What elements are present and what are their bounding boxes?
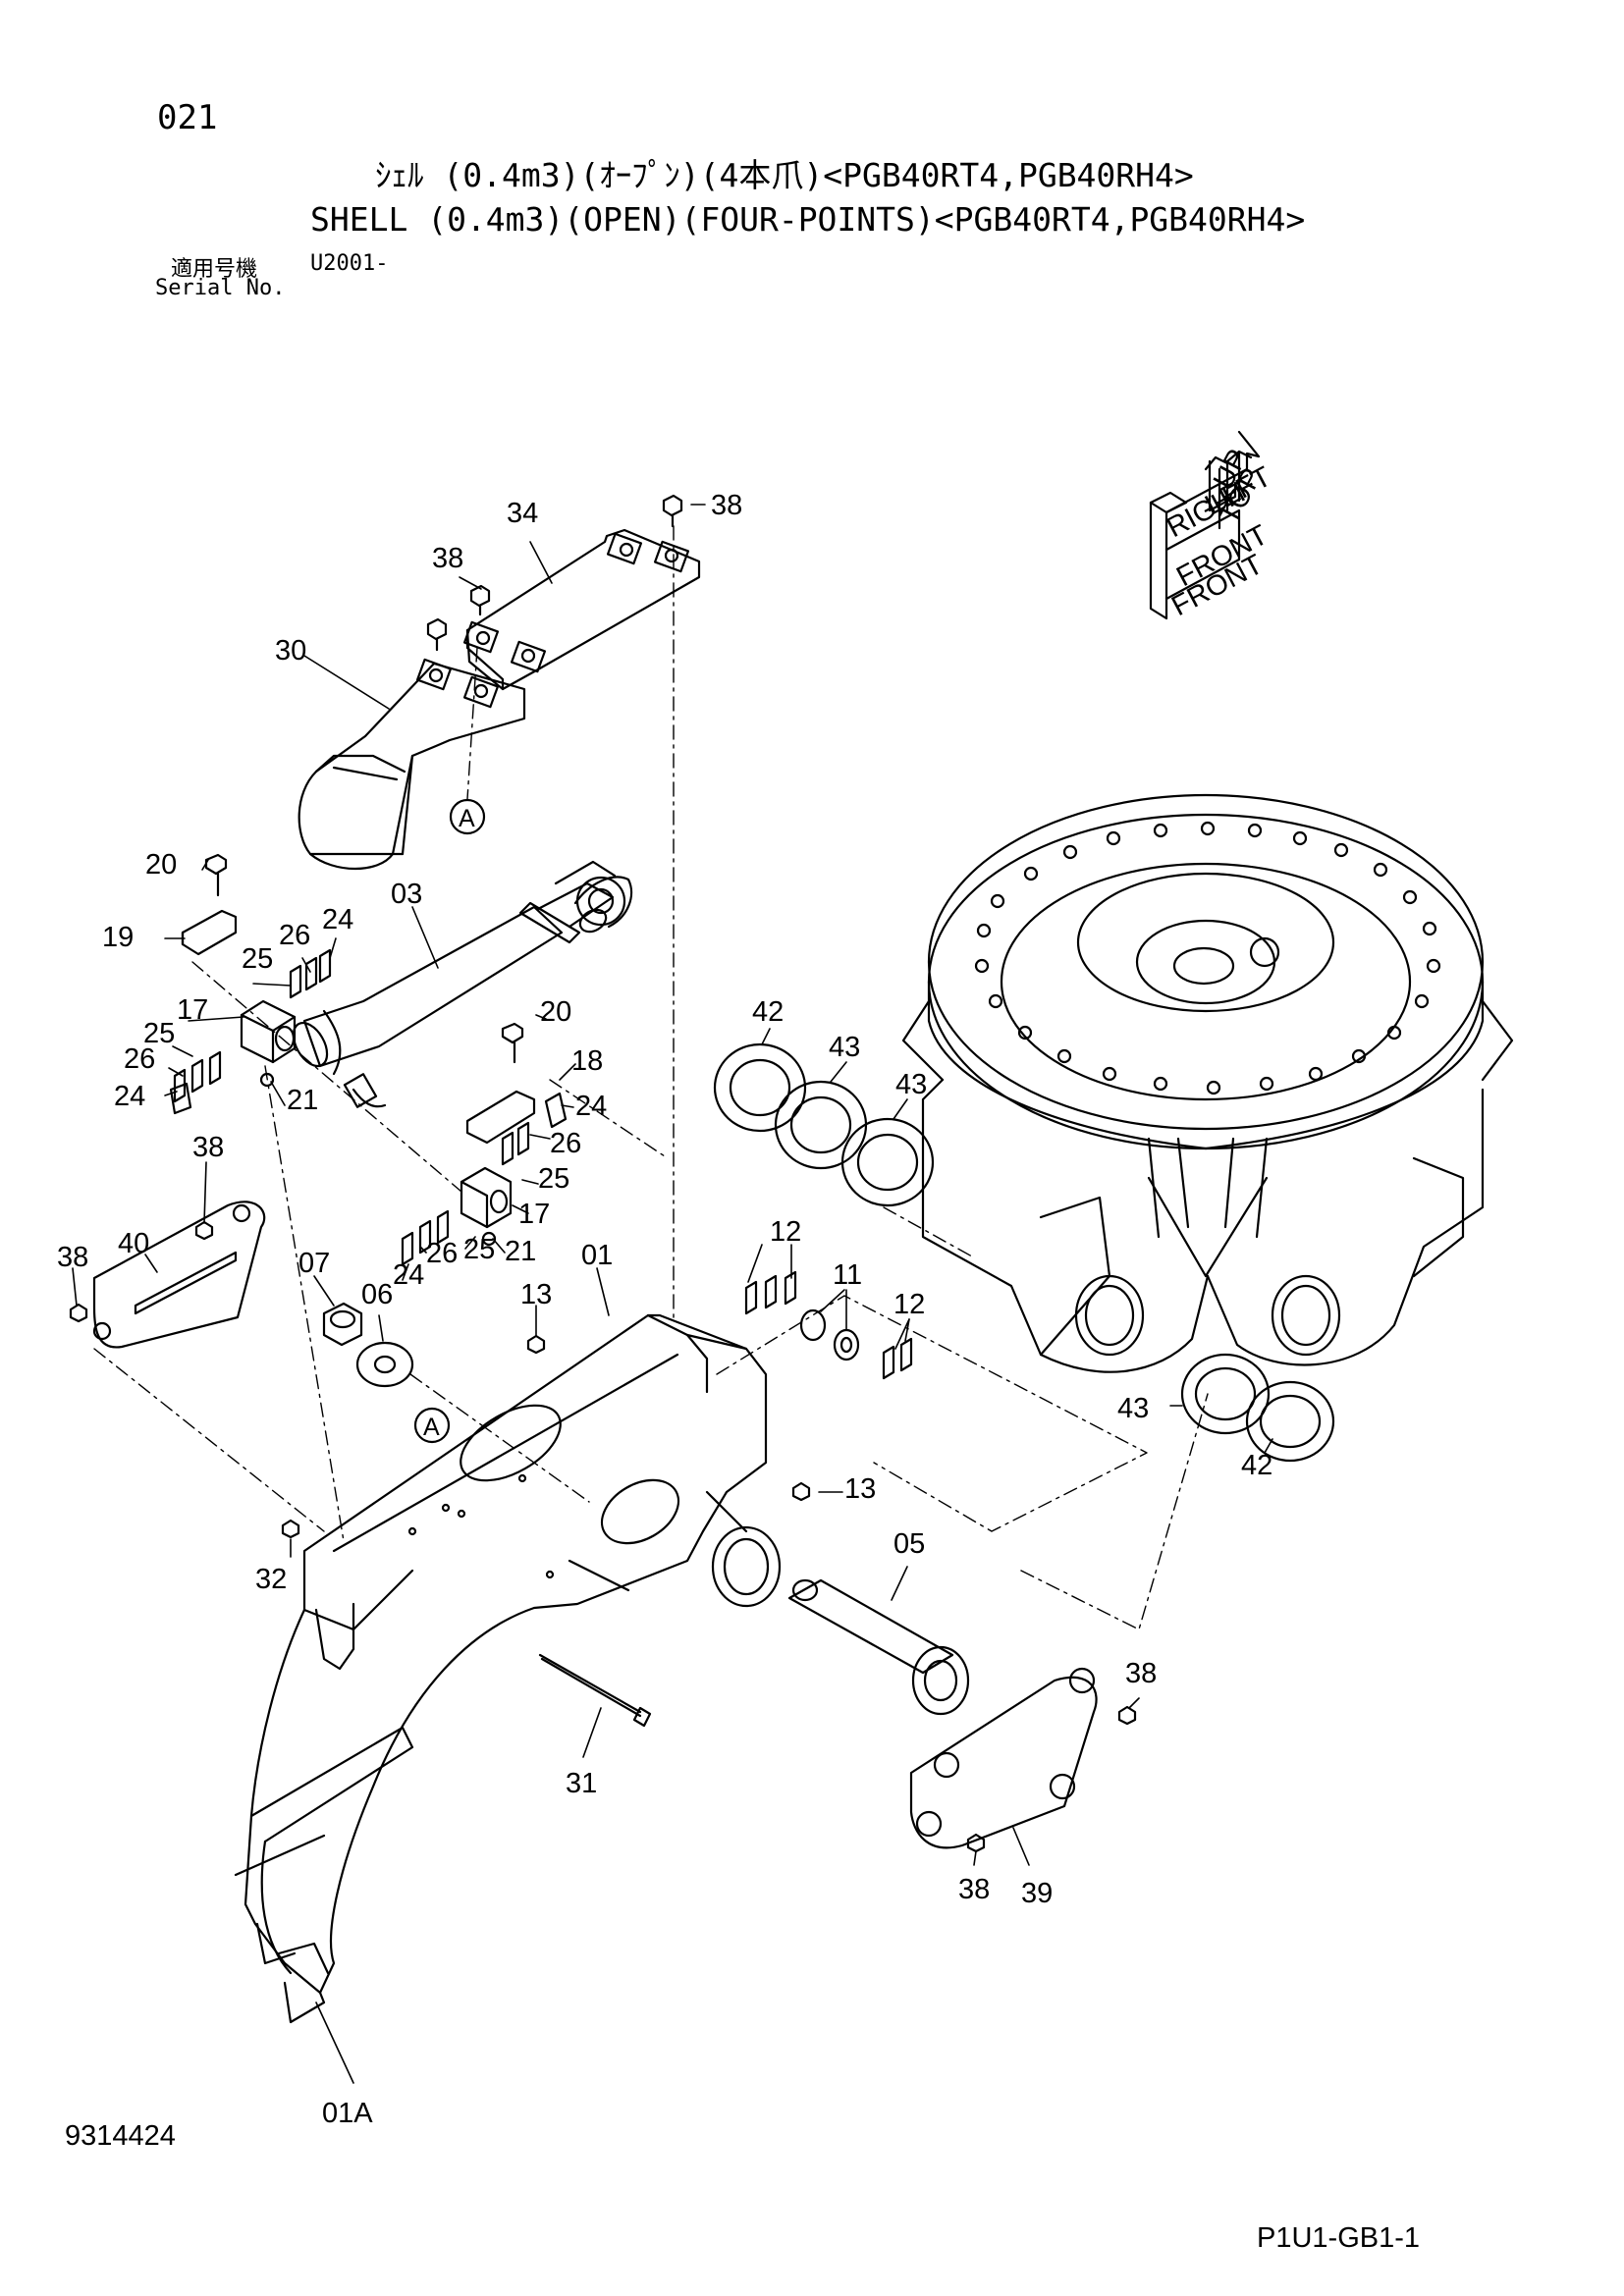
- shims-left-upper: [289, 948, 332, 999]
- label-43-upper-2: 43: [895, 1069, 927, 1100]
- label-26-lower: 26: [426, 1238, 458, 1269]
- sheet-code: P1U1-GB1-1: [1257, 2222, 1421, 2254]
- orientation-arrows-icon: LEFT RIGHT FRONT FRONT UP TOP: [1149, 430, 1276, 622]
- bolt-38-plate39: [966, 1705, 1137, 1853]
- bolt-13: [526, 1334, 811, 1502]
- label-38-plate40-top: 38: [192, 1132, 224, 1163]
- label-40: 40: [118, 1228, 149, 1259]
- label-26-upper: 26: [279, 920, 310, 951]
- spacers-12-right: [882, 1337, 913, 1380]
- label-12-left: 12: [770, 1216, 801, 1248]
- shims-left-lower: [169, 1050, 222, 1115]
- drawing-number: 9314424: [65, 2120, 176, 2152]
- bolt-20-upper: [204, 853, 228, 897]
- long-bolt-31: [538, 1653, 652, 1728]
- label-18: 18: [571, 1045, 603, 1077]
- label-38-plate40-left: 38: [57, 1242, 88, 1273]
- label-31: 31: [566, 1768, 597, 1799]
- title-japanese: ｼｪﾙ (0.4m3)(ｵｰﾌﾟﾝ)(4本爪)<PGB40RT4,PGB40RH…: [375, 156, 1194, 194]
- label-21-right: 21: [505, 1236, 536, 1267]
- label-25-left: 25: [143, 1018, 175, 1049]
- reference-mark-a-upper: A: [449, 798, 486, 835]
- nut-21-right: [481, 1231, 497, 1247]
- pin-05: [787, 1578, 970, 1716]
- label-05: 05: [893, 1528, 925, 1560]
- assembly-lines: [93, 525, 1209, 1630]
- shims-right: [401, 1092, 568, 1266]
- serial-number-value: U2001-: [310, 251, 389, 276]
- cap-19: [181, 909, 238, 956]
- leader-lines: [72, 504, 1273, 2084]
- shell-arm-01: [234, 1313, 782, 2024]
- label-24-upper: 24: [322, 904, 353, 935]
- svg-text:A: A: [459, 805, 475, 832]
- trunnion-block-17-left: [240, 999, 297, 1064]
- washer-06: [355, 1341, 414, 1388]
- cap-18: [465, 1090, 536, 1145]
- label-07: 07: [298, 1248, 330, 1279]
- label-24-right: 24: [575, 1091, 607, 1122]
- label-25-upper: 25: [242, 943, 273, 975]
- plate-39: [909, 1667, 1098, 1849]
- label-13-lower: 13: [844, 1473, 876, 1505]
- part-labels: 34 38 38 30 20 03 19 26 24 25 17 25 26 2…: [57, 490, 1272, 2129]
- label-11: 11: [833, 1259, 862, 1291]
- label-43-lower: 43: [1117, 1393, 1149, 1424]
- label-20-right: 20: [540, 996, 571, 1028]
- label-42-lower: 42: [1241, 1450, 1272, 1481]
- label-32: 32: [255, 1564, 287, 1595]
- label-17-left: 17: [177, 994, 208, 1026]
- label-43-upper-1: 43: [829, 1032, 860, 1063]
- serial-label-english: Serial No.: [155, 276, 286, 300]
- label-24-left: 24: [114, 1081, 145, 1112]
- title-english: SHELL (0.4m3)(OPEN)(FOUR-POINTS)<PGB40RT…: [310, 200, 1306, 239]
- label-12-right: 12: [893, 1289, 925, 1320]
- label-38-plate39-bottom: 38: [958, 1874, 990, 1905]
- nut-07: [322, 1302, 363, 1347]
- washers-42-43-upper: [713, 1042, 935, 1207]
- rotary-head-housing: [901, 793, 1514, 1373]
- label-25-lower: 25: [463, 1234, 495, 1265]
- bolt-20-right: [501, 1022, 524, 1064]
- spacers-12-left: [744, 1270, 797, 1315]
- label-17-right: 17: [518, 1199, 550, 1230]
- label-01A: 01A: [322, 2098, 373, 2129]
- nut-32: [281, 1519, 300, 1539]
- label-26-right: 26: [550, 1128, 581, 1159]
- label-30: 30: [275, 635, 306, 667]
- label-26-left: 26: [124, 1043, 155, 1075]
- label-25-right: 25: [538, 1163, 569, 1195]
- label-19: 19: [102, 922, 134, 953]
- label-06: 06: [361, 1279, 393, 1310]
- plate-40: [92, 1201, 266, 1349]
- label-34: 34: [507, 498, 538, 529]
- page-number: 021: [157, 98, 218, 137]
- hydraulic-cylinder-03: [292, 860, 633, 1108]
- label-20-upper: 20: [145, 849, 177, 881]
- trunnion-block-17-right: [460, 1166, 513, 1229]
- bushing-11: [799, 1308, 860, 1362]
- label-39: 39: [1021, 1878, 1053, 1909]
- cover-30: [298, 658, 526, 870]
- label-13-upper: 13: [520, 1279, 552, 1310]
- bolt-38-pair: [426, 584, 491, 652]
- label-38-plate39-right: 38: [1125, 1658, 1157, 1689]
- label-24-lower: 24: [393, 1259, 424, 1291]
- bolt-38-top: [662, 494, 683, 528]
- reference-mark-a-lower: A: [413, 1407, 451, 1444]
- label-03: 03: [391, 879, 422, 910]
- svg-text:A: A: [423, 1414, 440, 1441]
- washers-42-43-lower: [1180, 1353, 1335, 1463]
- label-42-upper: 42: [752, 996, 784, 1028]
- label-21-left: 21: [287, 1085, 318, 1116]
- label-38-top: 38: [711, 490, 742, 521]
- label-38-pair: 38: [432, 543, 463, 574]
- cover-plate-34: [462, 528, 701, 691]
- serial-label-japanese: 適用号機: [171, 257, 258, 282]
- label-01: 01: [581, 1240, 613, 1271]
